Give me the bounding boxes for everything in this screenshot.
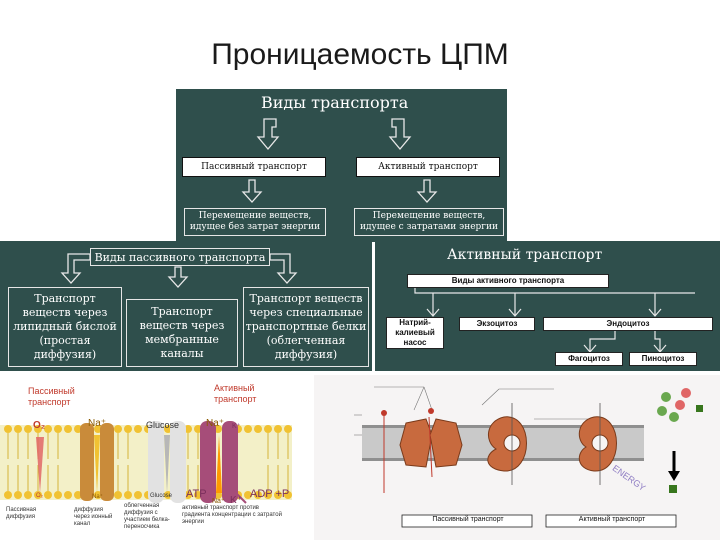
na-low-label: Na⁺	[212, 498, 225, 505]
active-desc: Перемещение веществ, идущее с затратами …	[354, 208, 504, 236]
na-right-label: Na⁺	[206, 418, 225, 429]
active-types-title: Активный транспорт	[447, 247, 603, 263]
channel-transport: Транспорт веществ через мембранные канал…	[126, 299, 238, 367]
membrane-proteins-illustration: ENERGY Пассивный транспорт Активный тран…	[314, 375, 720, 540]
active-types-subtitle: Виды активного транспорта	[407, 274, 609, 288]
caption-active: активный транспорт против градиента конц…	[182, 505, 282, 525]
passive-desc: Перемещение веществ, идущее без затрат э…	[184, 208, 326, 236]
k-small-label: K⁺	[232, 423, 241, 430]
o2-top-label: O₂	[33, 420, 46, 431]
atp-label: ATP	[186, 488, 207, 500]
membrane-illustration: Пассивный транспорт Активный транспорт O…	[0, 375, 292, 540]
passive-transport-box: Пассивный транспорт	[182, 157, 326, 177]
active-arrows-icon	[414, 288, 695, 353]
transport-types-title: Виды транспорта	[261, 93, 409, 112]
caption-carrier: облегченная диффузия с участием белка-пе…	[124, 503, 170, 530]
active-types-panel: Активный транспорт Виды активного трансп…	[375, 241, 720, 371]
active-transport-box: Активный транспорт	[356, 157, 500, 177]
na-bottom-label: Na⁺	[92, 494, 103, 500]
caption-ion-channel: диффузия через ионный канал	[74, 507, 113, 527]
arrows-icon	[241, 118, 438, 203]
sodium-potassium-pump: Натрий-калиевый насос	[386, 317, 444, 349]
exocytosis-box: Экзоцитоз	[459, 317, 535, 331]
caption-passive-transport: Пассивный транспорт	[432, 516, 504, 523]
caption-active-transport: Активный транспорт	[578, 516, 646, 523]
endocytosis-box: Эндоцитоз	[543, 317, 713, 331]
carrier-protein-transport: Транспорт веществ через специальные тран…	[243, 287, 369, 367]
membrane-drawing	[0, 421, 292, 504]
lipid-bilayer-transport: Транспорт веществ через липидный бислой …	[8, 287, 122, 367]
transport-types-panel: Виды транспорта Пассивный транспорт Акти…	[176, 89, 507, 242]
o2-bottom-label: O₂	[36, 493, 43, 499]
adp-label: ADP +P	[250, 488, 290, 500]
page-title: Проницаемость ЦПМ	[211, 38, 509, 71]
passive-types-panel: Виды пассивного транспорта Транспорт вещ…	[0, 241, 372, 371]
passive-arrows-icon	[60, 253, 298, 288]
k-low-label: K⁺	[230, 495, 242, 506]
membrane-active-label: Активный транспорт	[214, 383, 257, 404]
membrane-proteins-drawing	[354, 386, 703, 528]
glucose-top-label: Glucose	[146, 420, 180, 430]
phagocytosis-box: Фагоцитоз	[555, 352, 623, 366]
pinocytosis-box: Пиноцитоз	[629, 352, 697, 366]
caption-passive-diffusion: Пассивная диффузия	[6, 507, 37, 520]
glucose-bottom-label: Glucose	[150, 493, 173, 499]
na-top-label: Na⁺	[88, 418, 107, 429]
membrane-passive-label: Пассивный транспорт	[28, 386, 75, 407]
